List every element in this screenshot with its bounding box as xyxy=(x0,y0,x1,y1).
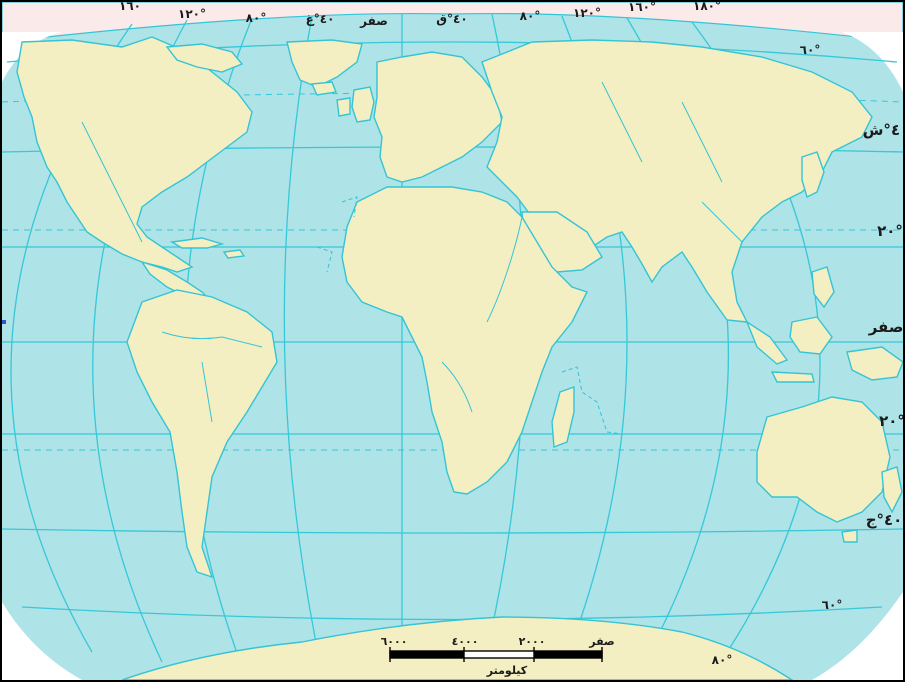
label-lon-120e: ١٢٠° xyxy=(573,6,601,20)
greenland xyxy=(286,39,363,88)
corner-bottom-left xyxy=(2,602,82,680)
dash-canary xyxy=(341,196,358,218)
tasmania xyxy=(841,529,858,543)
philippines xyxy=(811,266,835,309)
label-lon-far: ١٨٠° xyxy=(693,2,721,13)
label-lat-0: صفر xyxy=(868,318,903,336)
river-amazon xyxy=(161,331,263,348)
scale-bar-seg-3 xyxy=(534,651,602,658)
scale-tick-2000-label: ٢٠٠٠ xyxy=(519,635,546,648)
africa xyxy=(341,186,588,495)
scale-tick-4000-label: ٤٠٠٠ xyxy=(452,635,479,648)
edge-marker xyxy=(2,320,6,324)
java xyxy=(770,371,815,383)
river-lena xyxy=(681,101,723,183)
scale-bar-seg-1 xyxy=(390,651,464,658)
label-lon-40e: ٤٠°ق xyxy=(436,12,467,26)
label-lat-60s: ٦٠° xyxy=(822,598,843,612)
river-parana xyxy=(201,361,213,423)
river-congo xyxy=(441,361,473,413)
dash-indian-ocean xyxy=(561,366,623,435)
australia xyxy=(756,396,891,523)
river-nile xyxy=(486,216,523,323)
corner-top-right xyxy=(842,2,903,92)
north-cap xyxy=(2,2,903,43)
label-lat-60n: ٦٠° xyxy=(800,43,821,57)
new-zealand xyxy=(881,466,903,514)
river-yangtze xyxy=(701,201,743,243)
label-lat-20n: ٢٠° xyxy=(877,222,903,240)
river-mississippi xyxy=(81,121,143,243)
ireland xyxy=(336,97,351,117)
madagascar xyxy=(551,386,575,448)
label-lon-0: صفر xyxy=(359,14,388,28)
corner-bottom-right xyxy=(812,592,903,680)
label-lon-160w: ١٦٠ xyxy=(119,2,141,13)
label-lon-160e: ١٦٠° xyxy=(628,2,656,14)
scale-bar: صفر ٢٠٠٠ ٤٠٠٠ ٦٠٠٠ كيلومتر xyxy=(381,635,615,677)
scale-tick-0-label: صفر xyxy=(588,635,614,648)
label-lon-120w: ١٢٠° xyxy=(178,7,206,21)
north-america xyxy=(16,36,253,273)
antarctica xyxy=(121,616,794,680)
label-lon-80e: ٨٠° xyxy=(520,9,541,23)
ocean-dashes xyxy=(316,196,623,435)
lat-60s xyxy=(21,606,883,621)
label-lon-80w: ٨٠° xyxy=(246,11,267,25)
label-lat-40n: ٤٠°ش xyxy=(863,121,903,139)
label-lat-20s: ٢٠° xyxy=(879,412,903,430)
scale-tick-6000-label: ٦٠٠٠ xyxy=(381,635,408,648)
label-lat-80s: ٨٠° xyxy=(712,653,733,667)
scale-unit-label: كيلومتر xyxy=(486,664,528,677)
lat-40s xyxy=(2,528,903,534)
europe xyxy=(373,51,503,183)
label-lon-40w: ٤٠°غ xyxy=(306,12,335,26)
land-masses xyxy=(16,36,903,680)
label-lat-40s: ٤٠°ج xyxy=(866,511,903,529)
arctic-islands xyxy=(165,43,244,73)
great-britain xyxy=(351,86,375,123)
top-longitude-labels: ١٦٠ ١٢٠° ٨٠° ٤٠°غ صفر ٤٠°ق ٨٠° ١٢٠° ١٦٠°… xyxy=(119,2,721,28)
japan xyxy=(801,151,825,199)
hispaniola xyxy=(222,249,246,259)
lon-40w xyxy=(283,15,323,673)
dash-atlantic xyxy=(316,246,333,273)
new-guinea xyxy=(846,346,903,381)
rivers xyxy=(81,81,743,423)
cuba xyxy=(169,237,225,249)
river-ob xyxy=(601,81,643,163)
right-latitude-labels: ٦٠° ٤٠°ش ٢٠° صفر ٢٠° ٤٠°ج ٦٠° ٨٠° xyxy=(712,43,903,667)
south-america xyxy=(126,289,278,579)
sumatra xyxy=(745,320,789,365)
iceland xyxy=(310,81,337,96)
borneo xyxy=(789,316,833,355)
